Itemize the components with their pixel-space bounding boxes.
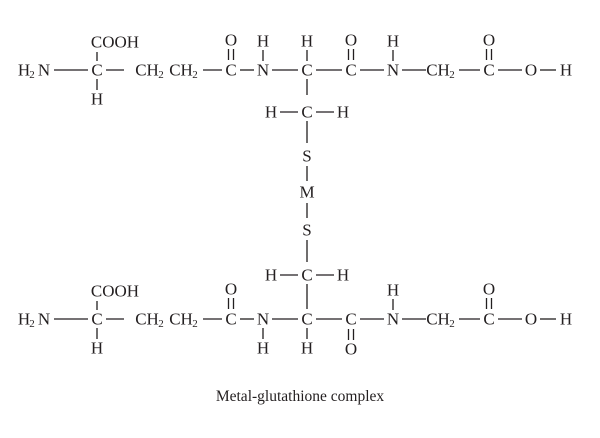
cys-methylene-carbon-label: C — [301, 103, 312, 122]
methylene-subscript: 2 — [158, 318, 164, 330]
alpha-carbon-label: C — [91, 310, 102, 329]
glycine-ch-label: CH — [426, 61, 450, 80]
glycine-h-label: H — [387, 32, 399, 51]
acid-carbon-label: C — [483, 310, 494, 329]
methylene-subscript: 2 — [158, 69, 164, 81]
acid-oxygen-label: O — [483, 280, 495, 299]
methylene-label: CH — [135, 310, 159, 329]
carbonyl-oxygen-label: O — [345, 340, 357, 359]
carbonyl-carbon-label: C — [345, 61, 356, 80]
cys-h-label: H — [301, 32, 313, 51]
amide-carbon-label: C — [225, 310, 236, 329]
glycine-ch-label: CH — [426, 310, 450, 329]
carbonyl-carbon-label: C — [345, 310, 356, 329]
methylene-label: CH — [169, 61, 193, 80]
cys-methylene-h-label: H — [265, 103, 277, 122]
glycine-n-label: N — [387, 61, 399, 80]
sulfur-label: S — [302, 147, 311, 166]
amide-oxygen-label: O — [225, 31, 237, 50]
figure-caption: Metal-glutathione complex — [215, 388, 385, 405]
amide-n-label: N — [257, 61, 269, 80]
hydroxyl-h-label: H — [560, 61, 572, 80]
glycine-n-label: N — [387, 310, 399, 329]
cys-h-label: H — [301, 339, 313, 358]
amide-carbon-label: C — [225, 61, 236, 80]
acid-carbon-label: C — [483, 61, 494, 80]
hydroxyl-o-label: O — [525, 310, 537, 329]
alpha-h-label: H — [91, 339, 103, 358]
amide-n-label: N — [257, 310, 269, 329]
hydroxyl-o-label: O — [525, 61, 537, 80]
amide-h-label: H — [257, 339, 269, 358]
glycine-ch-subscript: 2 — [449, 318, 455, 330]
amide-oxygen-label: O — [225, 280, 237, 299]
carboxyl-group-label: COOH — [91, 33, 139, 52]
carbonyl-oxygen-label: O — [345, 31, 357, 50]
acid-oxygen-label: O — [483, 31, 495, 50]
amino-n-label: N — [38, 310, 50, 329]
cys-methylene-h-label: H — [337, 266, 349, 285]
methylene-label: CH — [135, 61, 159, 80]
sulfur-label: S — [302, 221, 311, 240]
methylene-label: CH — [169, 310, 193, 329]
cys-carbon-label: C — [301, 61, 312, 80]
cys-methylene-carbon-label: C — [301, 266, 312, 285]
glycine-ch-subscript: 2 — [449, 69, 455, 81]
glycine-h-label: H — [387, 281, 399, 300]
cys-methylene-h-label: H — [337, 103, 349, 122]
methylene-subscript: 2 — [192, 69, 198, 81]
amide-h-label: H — [257, 32, 269, 51]
amino-h-subscript: 2 — [29, 69, 35, 81]
metal-label: M — [299, 183, 314, 202]
cys-carbon-label: C — [301, 310, 312, 329]
methylene-subscript: 2 — [192, 318, 198, 330]
cys-methylene-h-label: H — [265, 266, 277, 285]
alpha-carbon-label: C — [91, 61, 102, 80]
carboxyl-group-label: COOH — [91, 282, 139, 301]
amino-h-label: H — [18, 310, 30, 329]
amino-n-label: N — [38, 61, 50, 80]
hydroxyl-h-label: H — [560, 310, 572, 329]
amino-h-label: H — [18, 61, 30, 80]
alpha-h-label: H — [91, 90, 103, 109]
amino-h-subscript: 2 — [29, 318, 35, 330]
